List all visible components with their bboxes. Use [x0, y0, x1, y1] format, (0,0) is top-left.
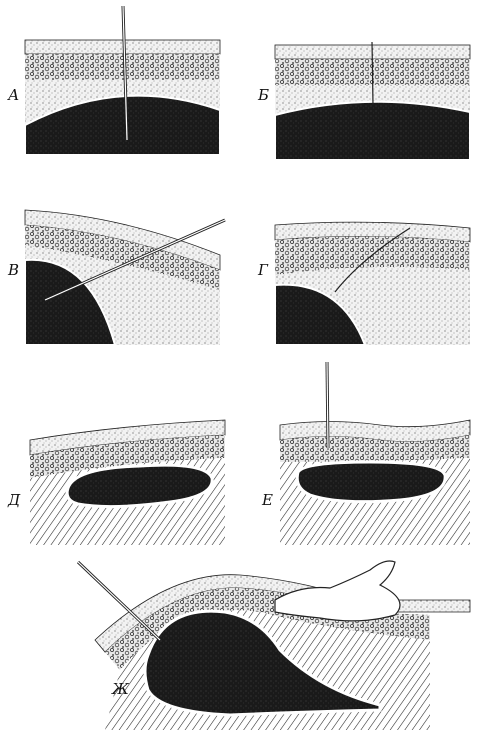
- panel-a-skin-layer: [25, 40, 220, 54]
- panel-e: Е: [261, 362, 470, 545]
- panel-e-label: Е: [261, 491, 273, 509]
- panel-zh: Ж: [78, 561, 470, 730]
- panel-d: Д: [7, 420, 225, 545]
- panel-b: Б: [257, 42, 470, 160]
- panel-b-cavity: [275, 102, 470, 160]
- panel-b-label: Б: [257, 86, 269, 104]
- panel-a-label: А: [7, 86, 19, 104]
- panel-g-label: Г: [257, 261, 269, 279]
- panel-a: А: [7, 6, 220, 155]
- panel-zh-label: Ж: [111, 680, 130, 698]
- panel-zh-compressing-hand: [275, 561, 400, 621]
- panel-a-fat-layer: [25, 54, 220, 80]
- panel-v: В: [7, 210, 225, 345]
- panel-v-label: В: [7, 261, 19, 279]
- panel-e-abscess-cavity: [297, 462, 445, 502]
- panel-d-label: Д: [7, 491, 21, 509]
- panel-g: Г: [257, 222, 470, 345]
